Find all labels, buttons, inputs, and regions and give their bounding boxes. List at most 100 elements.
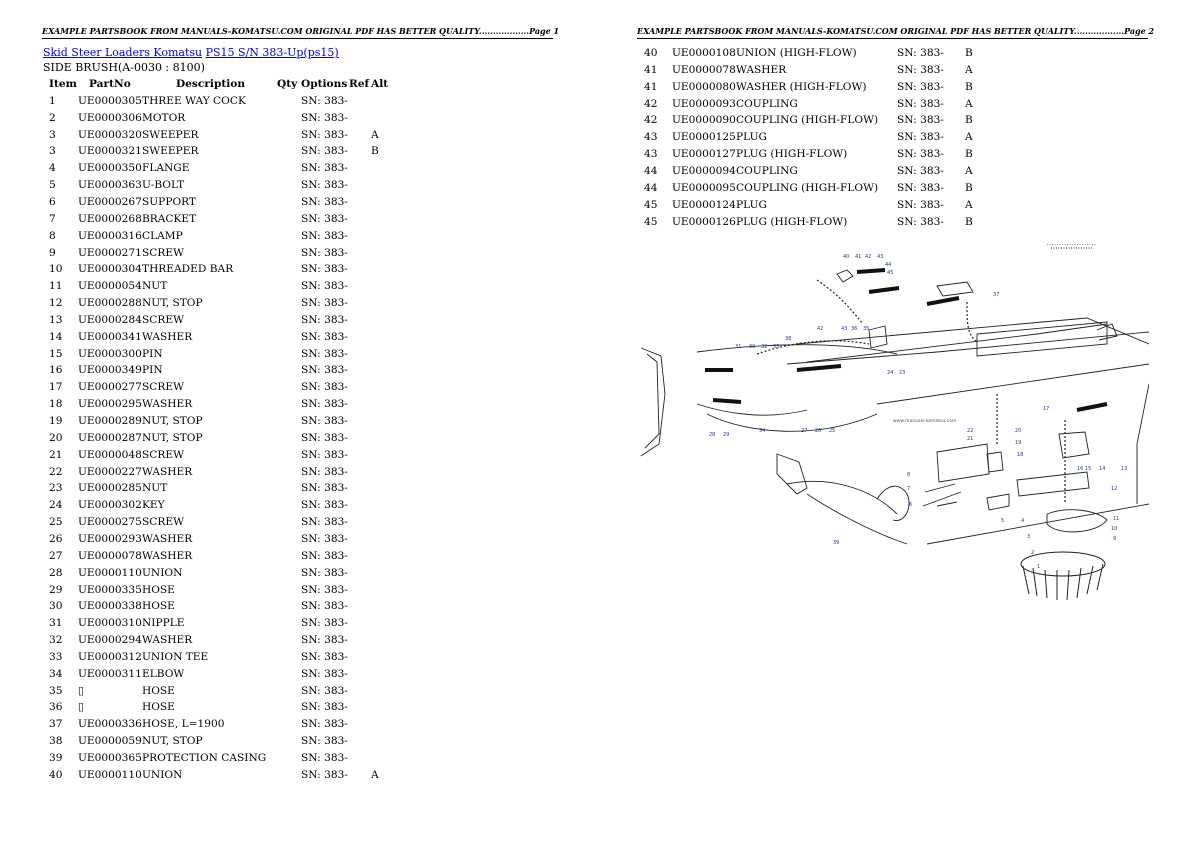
cell-options: SN: 383-	[301, 718, 348, 731]
cell-partno: UE0000316	[78, 229, 142, 242]
diagram-callout-label: 16	[1077, 466, 1083, 472]
cell-item: 38	[49, 735, 63, 748]
cell-options: SN: 383-	[301, 566, 348, 579]
cell-options: SN: 383-	[301, 415, 348, 427]
cell-description: SCREW	[142, 448, 184, 461]
cell-alt: B	[371, 145, 379, 158]
cell-description: KEY	[142, 499, 165, 512]
diagram-callout-label: 36	[851, 326, 857, 332]
cell-description: FLANGE	[142, 162, 190, 175]
cell-item: 29	[49, 583, 63, 596]
cell-options: SN: 383-	[897, 97, 944, 110]
cell-partno: UE0000341	[78, 330, 142, 343]
cell-options: SN: 383-	[301, 297, 348, 310]
cell-partno: UE0000284	[78, 313, 142, 326]
diagram-callout-label: 17	[1043, 406, 1049, 412]
diagram-callout-label: 31	[735, 344, 741, 350]
cell-description: WASHER	[142, 398, 193, 411]
cell-description: NUT, STOP	[142, 297, 203, 310]
cell-partno: UE0000305	[78, 94, 142, 107]
cell-options: SN: 383-	[301, 768, 348, 781]
cell-description: COUPLING (HIGH-FLOW)	[736, 114, 879, 127]
cell-description: PLUG	[736, 198, 767, 211]
cell-partno: UE0000080	[672, 80, 736, 93]
cell-item: 33	[49, 650, 63, 663]
cell-partno: UE0000311	[78, 667, 142, 680]
diagram-callout-label: 10	[1111, 526, 1117, 532]
cell-options: SN: 383-	[301, 684, 348, 697]
diagram-callout-label: 13	[1121, 466, 1127, 472]
diagram-callout-label: 19	[1015, 440, 1021, 446]
cell-partno: UE0000078	[672, 63, 736, 76]
cell-options: SN: 383-	[897, 47, 944, 59]
cell-item: 12	[49, 297, 63, 310]
cell-partno: UE0000335	[78, 583, 142, 596]
cell-options: SN: 383-	[897, 131, 944, 144]
cell-alt: A	[965, 164, 973, 177]
cell-description: SWEEPER	[142, 145, 199, 158]
diagram-callout-label: 42	[865, 254, 871, 260]
cell-item: 10	[49, 263, 63, 276]
cell-partno: UE0000125	[672, 131, 736, 144]
breadcrumb-link-catalog[interactable]: Skid Steer Loaders Komatsu	[43, 46, 203, 59]
cell-item: 42	[644, 114, 658, 127]
section-title: SIDE BRUSH(A-0030 : 8100)	[43, 61, 205, 74]
cell-partno: UE0000306	[78, 111, 142, 124]
diagram-callout-label: 37	[993, 292, 999, 298]
cell-options: SN: 383-	[301, 246, 348, 259]
cell-partno: ▯	[78, 684, 84, 697]
cell-options: SN: 383-	[301, 313, 348, 326]
breadcrumb-link-model[interactable]: PS15 S/N 383-Up(ps15)	[205, 46, 339, 59]
diagram-callout-label: 20	[1015, 428, 1021, 434]
cell-description: MOTOR	[142, 111, 186, 124]
cell-item: 4	[49, 162, 56, 175]
cell-options: SN: 383-	[301, 381, 348, 394]
cell-item: 41	[644, 63, 658, 76]
cell-partno: UE0000093	[672, 97, 736, 110]
cell-partno: UE0000349	[78, 364, 142, 377]
cell-item: 20	[49, 431, 63, 444]
cell-item: 2	[49, 111, 56, 124]
cell-options: SN: 383-	[301, 600, 348, 613]
cell-item: 30	[49, 600, 63, 613]
cell-item: 14	[49, 330, 63, 343]
diagram-callout-label: 34	[759, 428, 765, 434]
cell-description: UNION	[142, 566, 183, 579]
cell-description: UNION TEE	[142, 650, 209, 663]
cell-item: 32	[49, 634, 63, 647]
diagram-callout-label: 7	[907, 486, 910, 492]
diagram-callout-label: 38	[785, 336, 791, 342]
cell-item: 24	[49, 499, 63, 512]
cell-options: SN: 383-	[301, 701, 348, 714]
diagram-callout-label: 22	[967, 428, 973, 434]
diagram-callout-label: 25	[829, 428, 835, 434]
cell-partno: UE0000302	[78, 499, 142, 512]
cell-description: UNION	[142, 768, 183, 781]
cell-item: 18	[49, 398, 63, 411]
cell-options: SN: 383-	[301, 347, 348, 360]
cell-options: SN: 383-	[301, 549, 348, 562]
cell-partno: UE0000127	[672, 148, 736, 161]
cell-description: COUPLING	[736, 164, 798, 177]
cell-description: WASHER	[142, 549, 193, 562]
cell-item: 40	[644, 47, 658, 59]
diagram-callout-label: 28	[709, 432, 715, 438]
page-header-2: EXAMPLE PARTSBOOK FROM MANUALS-KOMATSU.C…	[637, 26, 1154, 39]
column-header-item: Item	[49, 78, 77, 90]
cell-item: 35	[49, 684, 63, 697]
cell-options: SN: 383-	[301, 364, 348, 377]
cell-item: 34	[49, 667, 63, 680]
cell-options: SN: 383-	[301, 482, 348, 495]
cell-partno: UE0000268	[78, 212, 142, 225]
cell-description: SCREW	[142, 246, 184, 259]
diagram-linework	[640, 269, 1149, 545]
diagram-callout-label: 42	[817, 326, 823, 332]
cell-description: NUT	[142, 280, 168, 293]
cell-item: 45	[644, 198, 658, 211]
diagram-callout-label: 24	[887, 370, 893, 376]
diagram-leader-lines	[756, 279, 1066, 504]
cell-partno: UE0000094	[672, 164, 736, 177]
cell-options: SN: 383-	[301, 263, 348, 276]
cell-item: 21	[49, 448, 63, 461]
